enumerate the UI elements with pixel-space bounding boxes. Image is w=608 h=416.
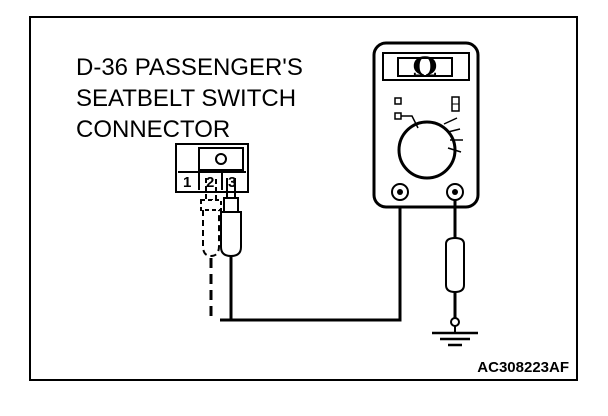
figure-code: AC308223AF — [477, 359, 569, 376]
test-lead-wire — [220, 192, 402, 322]
figure-frame — [29, 16, 578, 381]
title-line-2: SEATBELT SWITCH — [76, 85, 296, 112]
probe-pin-2-dashed — [200, 178, 222, 320]
ground-probe — [445, 200, 465, 327]
ohm-symbol-icon: Ω — [413, 51, 438, 84]
probe-pin-3 — [220, 178, 242, 320]
pin-label-2: 2 — [206, 174, 214, 191]
range-dial-icon — [397, 120, 457, 180]
title-line-3: CONNECTOR — [76, 116, 230, 143]
title-line-1: D-36 PASSENGER'S — [76, 54, 303, 81]
pin-label-3: 3 — [228, 174, 236, 191]
ground-icon — [432, 326, 478, 347]
ohmmeter: Ω — [372, 41, 480, 209]
pin-label-1: 1 — [183, 174, 191, 191]
seatbelt-switch-connector: 1 2 3 — [175, 143, 249, 193]
